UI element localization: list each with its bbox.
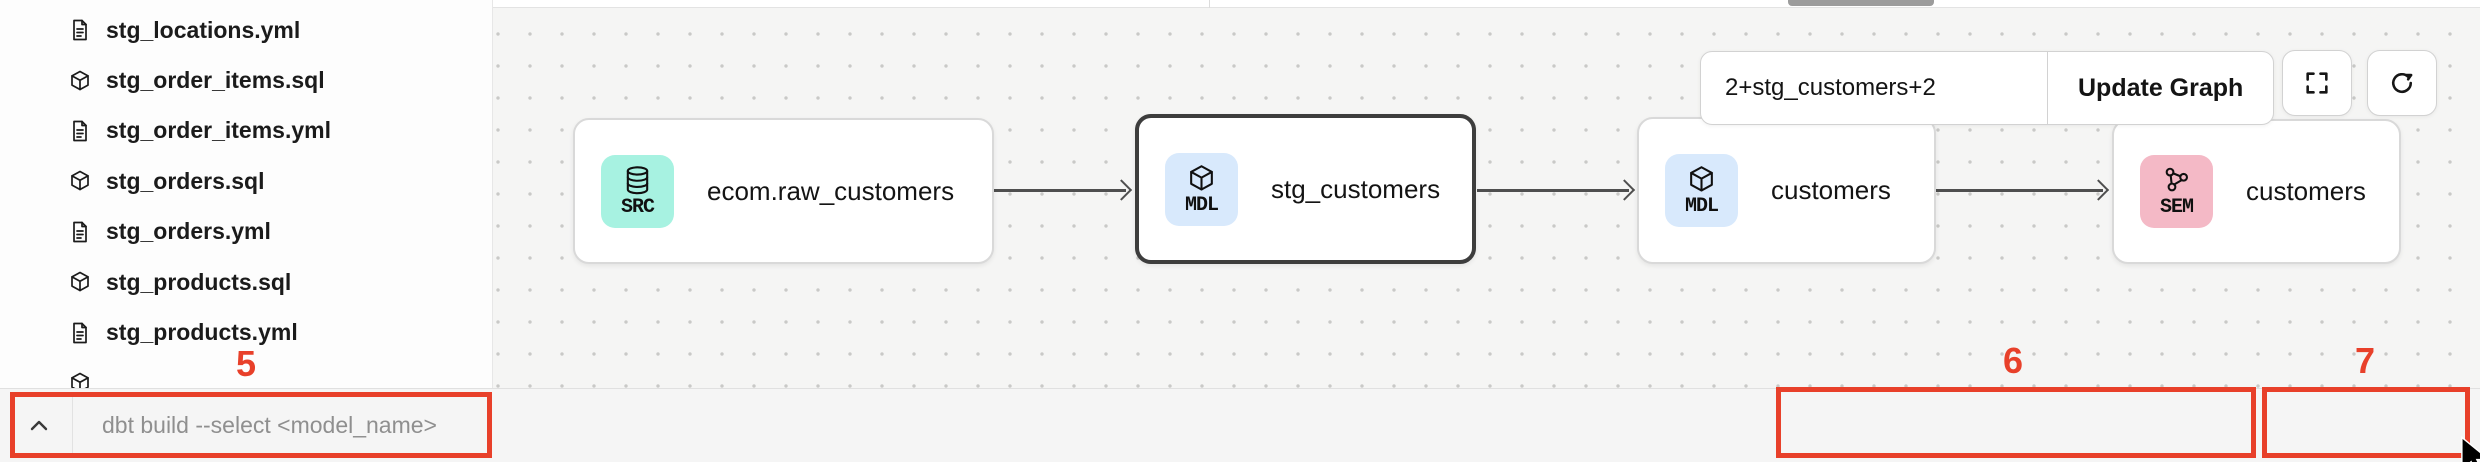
chevron-up-icon	[30, 420, 48, 431]
cube-icon	[71, 70, 89, 90]
fullscreen-button[interactable]	[2282, 50, 2352, 116]
file-tree-item-stg-orders-yml[interactable]: stg_orders.yml	[0, 207, 492, 257]
file-name: stg_products.yml	[106, 319, 298, 346]
status-bar: Defer to staging/production ? Ready	[0, 388, 2480, 462]
refresh-icon	[2392, 72, 2413, 94]
edge-stg-to-customers	[1477, 189, 1629, 192]
file-tree-item-stg-products-yml[interactable]: stg_products.yml	[0, 307, 492, 357]
semantic-layer-icon	[2165, 167, 2188, 192]
badge-label: SEM	[2159, 196, 2194, 219]
edge-raw-to-stg	[993, 189, 1126, 192]
update-graph-button[interactable]: Update Graph	[2048, 52, 2273, 124]
database-icon	[626, 165, 649, 194]
fullscreen-icon	[2306, 72, 2328, 94]
file-name: stg_locations.yml	[106, 16, 301, 43]
badge-label: MDL	[1184, 193, 1219, 217]
document-icon	[73, 221, 87, 243]
file-tree-item-stg-orders-sql[interactable]: stg_orders.sql	[0, 156, 492, 206]
file-name: stg_orders.yml	[106, 218, 271, 245]
node-label: customers	[2246, 176, 2366, 206]
file-tree-item-stg-order-items-sql[interactable]: stg_order_items.sql	[0, 55, 492, 105]
cube-icon	[71, 372, 89, 388]
edge-customers-to-sem	[1936, 189, 2103, 192]
file-tree-item-partial[interactable]	[0, 358, 492, 388]
file-name: stg_products.sql	[106, 268, 292, 295]
model-badge: MDL	[1665, 154, 1738, 227]
file-tree-item-stg-order-items-yml[interactable]: stg_order_items.yml	[0, 106, 492, 156]
node-ecom-raw-customers[interactable]: SRC ecom.raw_customers	[573, 118, 994, 264]
badge-label: SRC	[620, 195, 655, 219]
selector-input[interactable]	[1701, 52, 2047, 124]
node-stg-customers[interactable]: MDL stg_customers	[1135, 114, 1476, 264]
badge-label: MDL	[1684, 195, 1719, 218]
document-icon	[73, 19, 87, 41]
dbt-command-input[interactable]	[88, 389, 1088, 462]
node-label: ecom.raw_customers	[707, 175, 955, 206]
selector-divider	[2047, 52, 2048, 124]
cube-icon	[71, 271, 89, 292]
semantic-badge: SEM	[2140, 155, 2213, 228]
refresh-button[interactable]	[2367, 50, 2437, 116]
command-bar-divider	[72, 394, 73, 458]
file-tree-panel: stg_locations.yml stg_order_items.sql st…	[0, 0, 493, 388]
file-tree-item-stg-products-sql[interactable]: stg_products.sql	[0, 257, 492, 307]
node-label: customers	[1771, 175, 1891, 205]
cube-icon	[1690, 166, 1713, 192]
document-icon	[73, 120, 87, 142]
node-customers-semantic[interactable]: SEM customers	[2112, 119, 2401, 264]
scrollbar-thumb[interactable]	[1788, 0, 1934, 6]
source-badge: SRC	[601, 154, 674, 228]
file-name: stg_order_items.yml	[106, 117, 331, 144]
file-tree-item-stg-locations-yml[interactable]: stg_locations.yml	[0, 5, 492, 55]
model-badge: MDL	[1165, 152, 1238, 226]
file-name: stg_orders.sql	[106, 167, 265, 194]
cube-icon	[71, 171, 89, 191]
cube-icon	[1190, 164, 1213, 191]
top-strip-divider	[1209, 0, 1210, 8]
file-name: stg_order_items.sql	[106, 67, 325, 94]
document-icon	[73, 322, 87, 343]
canvas-top-strip	[493, 0, 2480, 8]
graph-selector-group: Update Graph	[1700, 51, 2275, 125]
expand-command-bar-button[interactable]	[22, 409, 56, 443]
node-customers-model[interactable]: MDL customers	[1637, 117, 1936, 264]
node-label: stg_customers	[1271, 173, 1441, 204]
